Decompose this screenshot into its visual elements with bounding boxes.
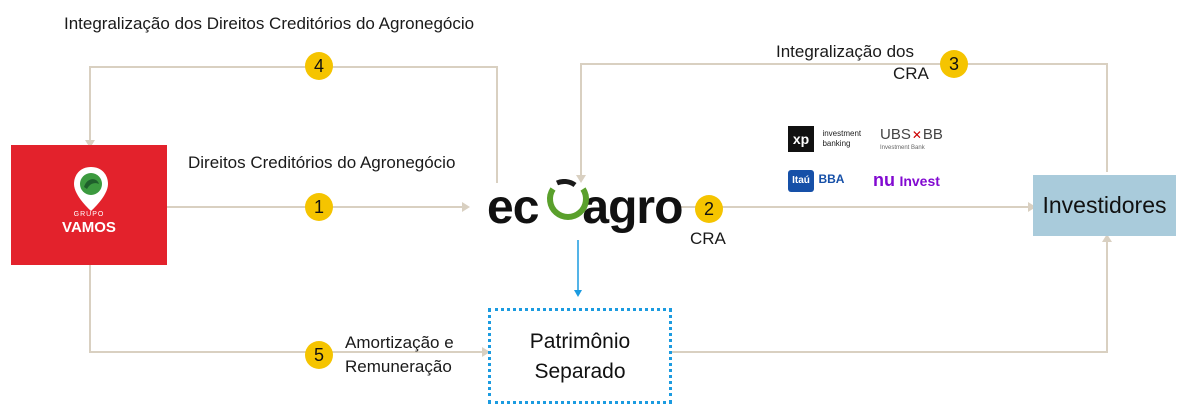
integralizacao-cra-label-1: Integralização dos <box>776 42 914 61</box>
cra-label: CRA <box>690 229 726 248</box>
itau-bba-logo: Itaú BBA <box>788 170 844 192</box>
step-badge-4: 4 <box>305 52 333 80</box>
patrimonio-label-2: Separado <box>534 360 626 383</box>
nu-invest-logo: nu Invest <box>873 170 940 191</box>
vamos-name: VAMOS <box>62 219 116 236</box>
ubs-keys-icon: ✕ <box>911 128 922 142</box>
ubs-text: UBS <box>880 126 911 143</box>
arrow-4 <box>89 66 498 183</box>
ubs-bb-logo: UBS✕BB Investment Bank <box>880 126 943 151</box>
investidores-node: Investidores <box>1033 175 1176 236</box>
xp-logo: xp investment banking <box>788 126 861 152</box>
nu-mark: nu <box>873 170 895 190</box>
xp-text-2: banking <box>822 139 851 148</box>
ecoagro-ring-icon <box>547 179 589 220</box>
arrow-3 <box>580 63 1108 175</box>
step-badge-1: 1 <box>305 193 333 221</box>
ecoagro-right-text: agro <box>582 181 683 234</box>
vamos-small-label: GRUPO <box>73 211 105 218</box>
arrow-6 <box>672 242 1108 353</box>
bb-text: BB <box>922 126 943 143</box>
grupo-vamos-node: GRUPO VAMOS <box>11 145 167 265</box>
investidores-label: Investidores <box>1042 192 1167 218</box>
xp-text-1: investment <box>822 129 862 138</box>
nu-invest-text: Invest <box>899 173 940 189</box>
patrimonio-separado-node: Patrimônio Separado <box>488 308 672 404</box>
arrow-5 <box>89 265 482 353</box>
step-badge-2: 2 <box>695 195 723 223</box>
ubs-sub-label: Investment Bank <box>880 145 925 151</box>
top-title: Integralização dos Direitos Creditórios … <box>64 14 475 33</box>
patrimonio-label-1: Patrimônio <box>529 330 631 353</box>
amortizacao-label-1: Amortização e <box>345 333 454 352</box>
integralizacao-cra-label-2: CRA <box>893 64 929 83</box>
xp-mark: xp <box>788 126 814 152</box>
step-badge-3: 3 <box>940 50 968 78</box>
amortizacao-label-2: Remuneração <box>345 357 452 376</box>
ecoagro-left-text: ec <box>487 181 539 234</box>
step-badge-5: 5 <box>305 341 333 369</box>
itau-mark: Itaú <box>788 170 814 192</box>
itau-bba-text: BBA <box>818 172 845 186</box>
direitos-label: Direitos Creditórios do Agronegócio <box>188 153 456 172</box>
vamos-pin-icon <box>74 167 108 211</box>
